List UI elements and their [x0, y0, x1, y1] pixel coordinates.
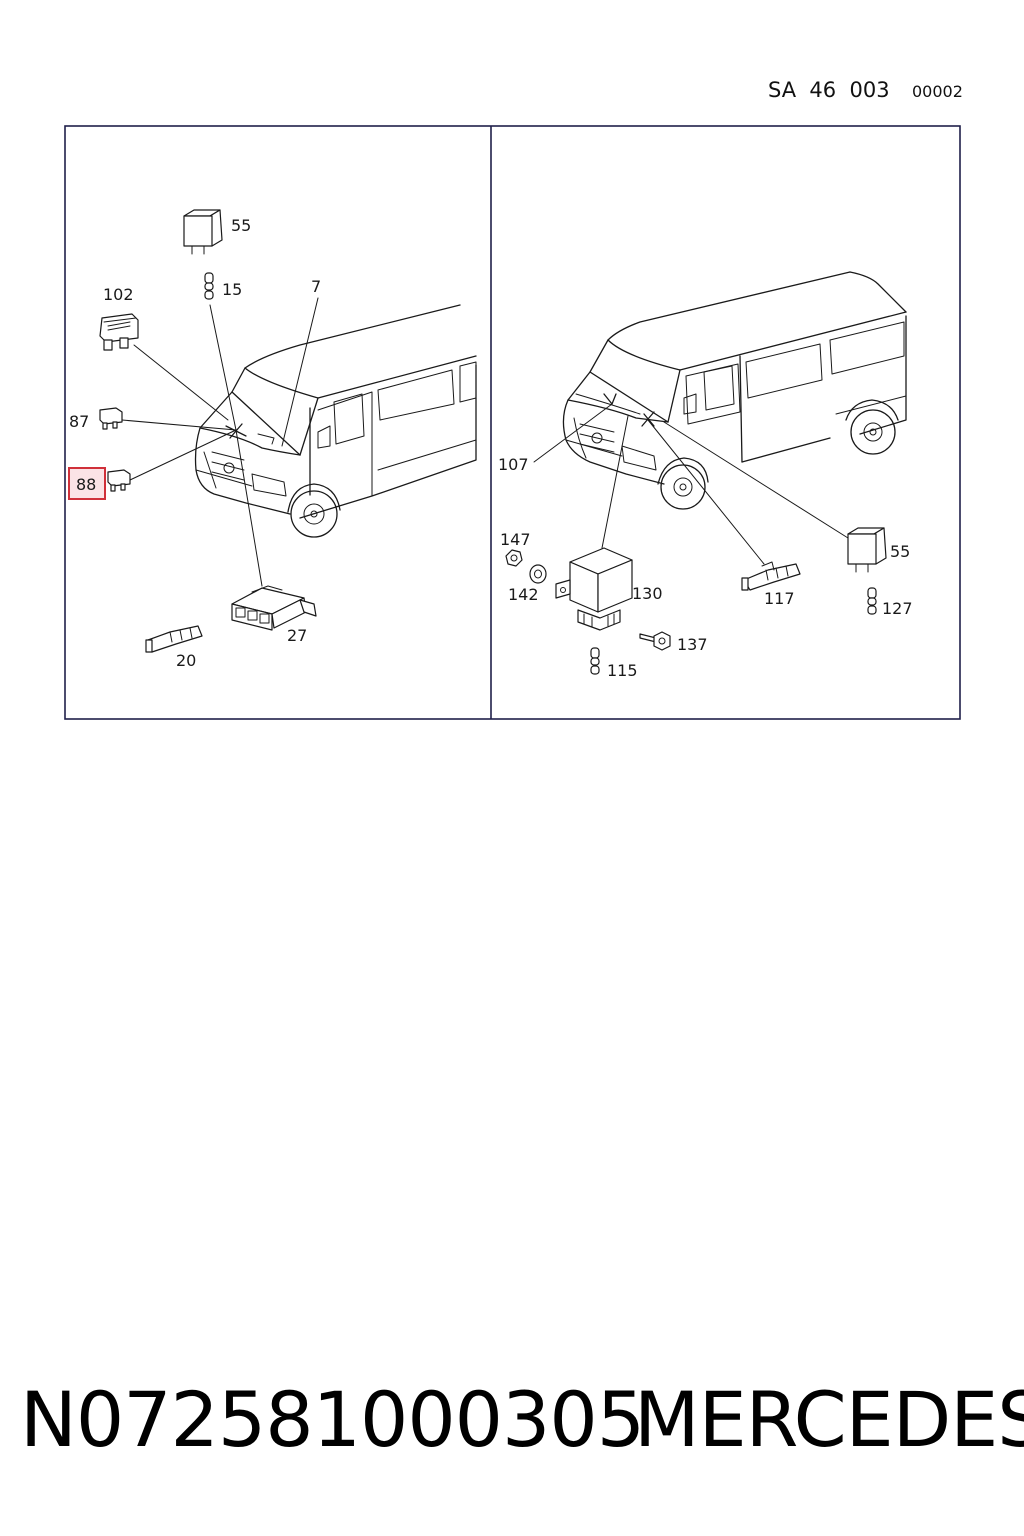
brand-name: MERCEDES: [634, 1375, 1024, 1464]
nut-147: [505, 549, 523, 567]
left-panel: 55 15 102 7 87 88 27 20: [68, 209, 477, 670]
callout-15[interactable]: 15: [222, 280, 242, 299]
diagram-frame: [64, 125, 961, 720]
callout-107[interactable]: 107: [498, 455, 529, 474]
callout-27[interactable]: 27: [287, 626, 307, 645]
right-leaders: [533, 393, 849, 565]
callout-147[interactable]: 147: [500, 530, 531, 549]
fuse-87: [99, 407, 123, 430]
left-leaders: [121, 297, 319, 587]
relay-55-right: [847, 527, 887, 573]
callout-117[interactable]: 117: [764, 589, 795, 608]
part-number: N072581000305: [20, 1375, 645, 1464]
fuse-holder-102: [99, 313, 139, 351]
bolt-137: [639, 631, 671, 651]
van-left: [194, 304, 477, 538]
callout-115[interactable]: 115: [607, 661, 638, 680]
terminal-115: [590, 647, 600, 675]
terminal-117: [741, 561, 801, 591]
relay-55-left: [183, 209, 223, 255]
callout-7[interactable]: 7: [311, 277, 321, 296]
callout-102[interactable]: 102: [103, 285, 134, 304]
callout-130[interactable]: 130: [632, 584, 663, 603]
callout-88[interactable]: 88: [76, 475, 96, 494]
terminal-20: [145, 625, 203, 653]
connector-27: [231, 585, 317, 631]
diagram-code: SA 46 003: [768, 78, 890, 102]
callout-142[interactable]: 142: [508, 585, 539, 604]
callout-20[interactable]: 20: [176, 651, 196, 670]
callout-127[interactable]: 127: [882, 599, 913, 618]
callout-55-left[interactable]: 55: [231, 216, 251, 235]
sheet-number: 00002: [912, 82, 963, 101]
right-panel: 107 147 142 130 117 55 127 137 115: [498, 271, 913, 680]
washer-142: [529, 564, 547, 584]
terminal-15: [204, 272, 214, 300]
fuse-88: [107, 469, 131, 492]
control-unit-130: [555, 547, 633, 631]
callout-88-highlight: [68, 467, 106, 500]
callout-137[interactable]: 137: [677, 635, 708, 654]
callout-55-right[interactable]: 55: [890, 542, 910, 561]
terminal-127: [867, 587, 877, 615]
callout-87[interactable]: 87: [69, 412, 89, 431]
van-right: [562, 271, 907, 510]
